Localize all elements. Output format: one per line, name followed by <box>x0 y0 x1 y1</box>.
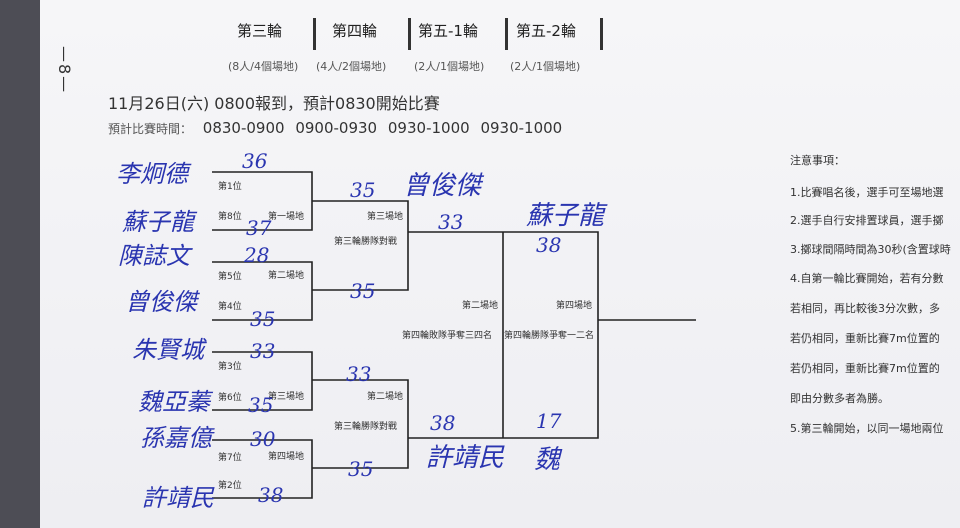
note-item: 若仍相同，重新比賽7m位置的 <box>790 362 940 375</box>
score: 35 <box>348 457 373 481</box>
seed-label: 第3位 <box>218 360 242 372</box>
round-5-2-note: (2人/1個場地) <box>510 60 581 73</box>
player-name: 陳誌文 <box>118 242 193 270</box>
winner-name: 曾俊傑 <box>403 171 485 201</box>
note-item: 3.擲球間隔時間為30秒(含置球時 <box>790 243 951 256</box>
seed-label: 第2位 <box>218 479 242 491</box>
schedule-label: 預計比賽時間： <box>108 122 193 136</box>
score: 35 <box>250 307 275 331</box>
court-label: 第四場地 <box>268 450 304 462</box>
round-5-1-note: (2人/1個場地) <box>414 60 485 73</box>
score-sheet <box>40 0 960 528</box>
score: 33 <box>250 339 275 363</box>
time-slot: 0930-1000 <box>387 119 470 137</box>
score: 33 <box>438 210 463 234</box>
match-desc: 第四輪勝隊爭奪一二名 <box>504 329 594 341</box>
score: 35 <box>350 279 375 303</box>
round-5-1-title: 第五-1輪 <box>418 22 478 40</box>
court-label: 第二場地 <box>367 390 403 402</box>
header-divider <box>313 18 316 50</box>
time-slot: 0930-1000 <box>480 119 563 137</box>
court-label: 第二場地 <box>462 299 498 311</box>
score: 38 <box>536 233 561 257</box>
seed-label: 第4位 <box>218 300 242 312</box>
score: 35 <box>248 393 273 417</box>
round-4-note: (4人/2個場地) <box>316 60 387 73</box>
note-item: 即由分數多者為勝。 <box>790 392 889 405</box>
player-name: 李炯德 <box>116 160 192 188</box>
score: 37 <box>246 216 272 240</box>
header-divider <box>408 18 411 50</box>
match-desc: 第三輪勝隊對戰 <box>334 235 397 247</box>
score: 38 <box>430 411 455 435</box>
player-name: 許靖民 <box>142 484 215 512</box>
bracket-lines <box>212 171 696 499</box>
note-item: 1.比賽唱名後，選手可至場地選 <box>790 186 944 199</box>
court-label: 第三場地 <box>268 390 304 402</box>
round-3-title: 第三輪 <box>237 22 283 40</box>
score: 17 <box>536 409 562 433</box>
schedule-line: 預計比賽時間： 0830-0900 0900-0930 0930-1000 09… <box>108 119 568 137</box>
note-item: 5.第三輪開始，以同一場地兩位 <box>790 422 944 435</box>
note-item: 2.選手自行安排置球員，選手擲 <box>790 214 944 227</box>
score: 38 <box>258 483 283 507</box>
player-name: 蘇子龍 <box>122 208 198 236</box>
score: 36 <box>242 149 268 173</box>
seed-label: 第8位 <box>218 210 242 222</box>
score: 35 <box>350 178 375 202</box>
score: 28 <box>243 243 269 267</box>
player-name: 曾俊傑 <box>125 288 200 316</box>
round-4-title: 第四輪 <box>332 22 378 40</box>
winner-name: 魏 <box>534 445 563 475</box>
note-item: 若仍相同，重新比賽7m位置的 <box>790 332 940 345</box>
notes-title: 注意事項： <box>790 154 845 167</box>
seed-label: 第6位 <box>218 391 242 403</box>
court-label: 第二場地 <box>268 269 304 281</box>
match-desc: 第三輪勝隊對戰 <box>334 420 397 432</box>
seed-label: 第1位 <box>218 180 242 192</box>
winner-name: 許靖民 <box>426 443 505 473</box>
round-3-note: (8人/4個場地) <box>228 60 299 73</box>
player-name: 朱賢城 <box>132 336 207 364</box>
court-label: 第四場地 <box>556 299 592 311</box>
seed-label: 第7位 <box>218 451 242 463</box>
header-divider <box>505 18 508 50</box>
match-desc: 第四輪敗隊爭奪三四名 <box>402 329 492 341</box>
round-5-2-title: 第五-2輪 <box>516 22 576 40</box>
date-line: 11月26日(六) 0800報到，預計0830開始比賽 <box>108 94 440 113</box>
header-divider <box>600 18 603 50</box>
seed-label: 第5位 <box>218 270 242 282</box>
player-name: 孫嘉億 <box>140 424 215 452</box>
score: 30 <box>250 427 276 451</box>
note-item: 4.自第一輪比賽開始，若有分數 <box>790 272 944 285</box>
court-label: 第一場地 <box>268 210 304 222</box>
score: 33 <box>346 362 371 386</box>
player-name: 魏亞蓁 <box>138 388 214 416</box>
court-label: 第三場地 <box>367 210 403 222</box>
time-slot: 0900-0930 <box>295 119 378 137</box>
winner-name: 蘇子龍 <box>526 201 608 231</box>
note-item: 若相同，再比較後3分次數，多 <box>790 302 940 315</box>
time-slot: 0830-0900 <box>202 119 285 137</box>
